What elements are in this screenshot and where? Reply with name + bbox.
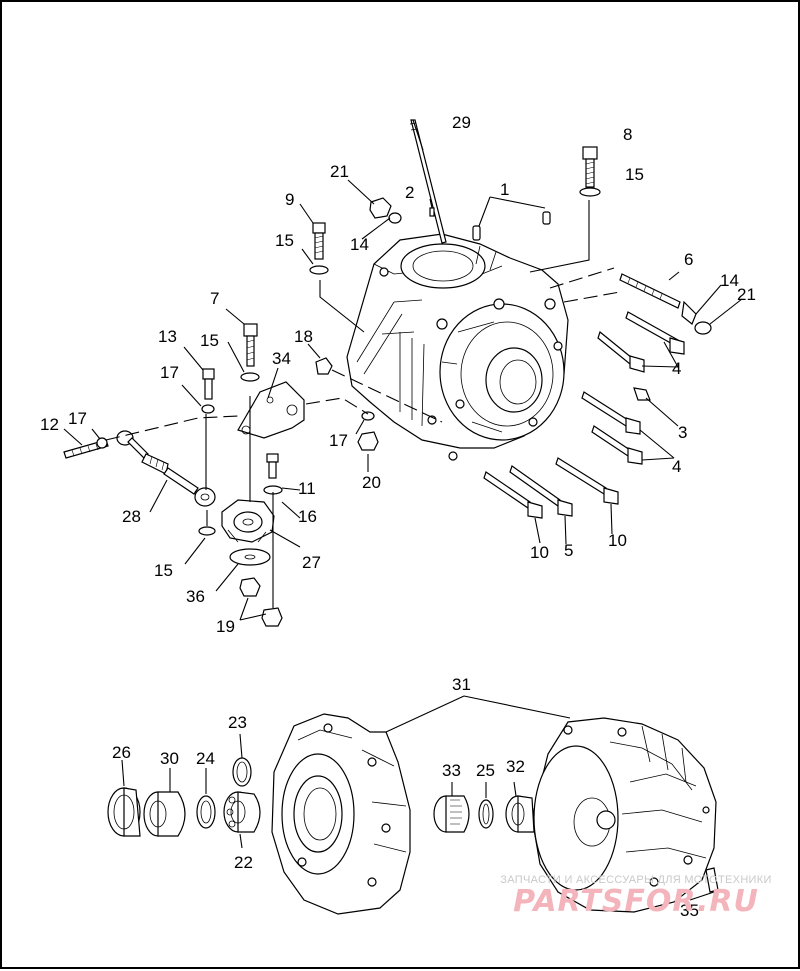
callout-15: 15 — [625, 165, 644, 184]
callout-13: 13 — [158, 327, 177, 346]
callout-17: 17 — [329, 431, 348, 450]
transmission-case-part — [346, 233, 569, 461]
callout-7: 7 — [210, 289, 219, 308]
callout-15: 15 — [154, 561, 173, 580]
callout-1: 1 — [500, 180, 509, 199]
mount-hardware-part — [63, 323, 379, 627]
callout-12: 12 — [40, 415, 59, 434]
retaining-ring-24-part — [196, 795, 216, 829]
ring-25-part — [478, 799, 494, 829]
seal-32-part — [505, 795, 535, 833]
case-bolts-part — [483, 273, 712, 519]
callout-31: 31 — [452, 675, 471, 694]
stud-bolt-8-part — [579, 146, 601, 197]
callout-27: 27 — [302, 553, 321, 572]
callout-15: 15 — [275, 231, 294, 250]
nut-21-top-part — [369, 197, 402, 224]
callout-labels: 1 2 29 8 15 21 14 9 15 6 14 21 7 13 15 3… — [40, 113, 756, 920]
callout-4: 4 — [672, 457, 681, 476]
rubber-mount-part — [221, 499, 275, 543]
callout-26: 26 — [112, 743, 131, 762]
callout-6: 6 — [684, 250, 693, 269]
watermark-tagline: ЗАПЧАСТИ И АКСЕССУАРЫ ДЛЯ МОТОТЕХНИКИ — [500, 874, 772, 886]
callout-10: 10 — [530, 543, 549, 562]
callout-2: 2 — [405, 183, 414, 202]
callout-18: 18 — [294, 327, 313, 346]
upper-leader-lines — [63, 119, 743, 621]
ring-23-part — [232, 757, 252, 787]
right-case-half-part — [531, 717, 719, 913]
callout-8: 8 — [623, 125, 632, 144]
callout-9: 9 — [285, 190, 294, 209]
site-watermark: ЗАПЧАСТИ И АКСЕССУАРЫ ДЛЯ МОТОТЕХНИКИ PA… — [486, 874, 786, 919]
callout-16: 16 — [298, 507, 317, 526]
bushing-30-part — [143, 791, 186, 837]
bolt-9-part — [309, 222, 329, 275]
callout-32: 32 — [506, 757, 525, 776]
alignment-dash-lines — [105, 267, 621, 441]
callout-14: 14 — [720, 271, 739, 290]
callout-28: 28 — [122, 507, 141, 526]
callout-5: 5 — [564, 541, 573, 560]
callout-14: 14 — [350, 235, 369, 254]
callout-24: 24 — [196, 749, 215, 768]
callout-17: 17 — [68, 409, 87, 428]
left-case-half-part — [271, 713, 411, 915]
bearing-22-part — [223, 791, 261, 833]
lower-leader-lines — [121, 695, 715, 901]
dowel-pins-part — [429, 207, 551, 241]
callout-34: 34 — [272, 349, 291, 368]
needle-bearing-33-part — [433, 795, 470, 833]
callout-21: 21 — [330, 162, 349, 181]
seal-26-part — [107, 787, 141, 837]
callout-3: 3 — [678, 423, 687, 442]
callout-20: 20 — [362, 473, 381, 492]
callout-10: 10 — [608, 531, 627, 550]
callout-33: 33 — [442, 761, 461, 780]
tie-rod-part — [116, 430, 216, 507]
dipstick-rod-part — [409, 119, 447, 244]
callout-11: 11 — [298, 479, 316, 498]
callout-19: 19 — [216, 617, 235, 636]
callout-21: 21 — [737, 285, 756, 304]
callout-25: 25 — [476, 761, 495, 780]
callout-23: 23 — [228, 713, 247, 732]
callout-4: 4 — [672, 359, 681, 378]
mount-bracket-part — [237, 381, 305, 439]
callout-36: 36 — [186, 587, 205, 606]
callout-30: 30 — [160, 749, 179, 768]
callout-22: 22 — [234, 853, 253, 872]
callout-15: 15 — [200, 331, 219, 350]
callout-17: 17 — [160, 363, 179, 382]
callout-29: 29 — [452, 113, 471, 132]
callout-35: 35 — [680, 901, 699, 920]
watermark-brand-logo: PARTSFOR.RU — [513, 884, 759, 919]
